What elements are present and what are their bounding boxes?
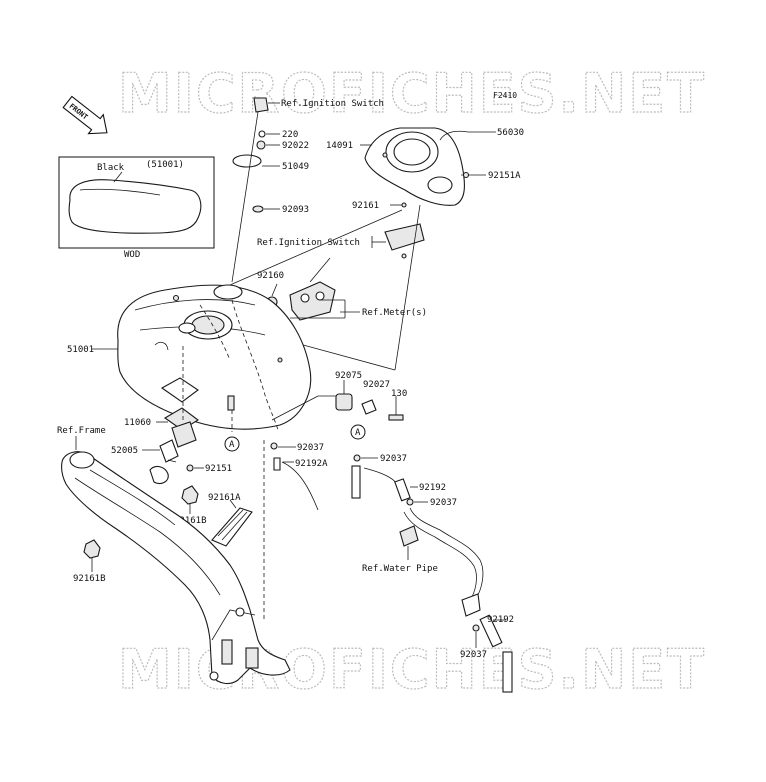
watermark-top: MICROFICHES.NET (118, 62, 706, 125)
inset-part-ref: (51001) (146, 160, 184, 170)
label-14091: 14091 (326, 141, 353, 151)
label-92037-b: 92037 (380, 454, 407, 464)
label-92037-a: 92037 (297, 443, 324, 453)
front-arrow-icon: FRONT (62, 95, 108, 135)
label-92192-a: 92192 (419, 483, 446, 493)
label-ref-frame: Ref.Frame (57, 426, 106, 436)
cushion-92075 (271, 380, 353, 421)
label-92161B-a: 92161B (174, 516, 207, 526)
label-ref-meter: Ref.Meter(s) (362, 308, 427, 318)
ignition-cover-parts (231, 97, 280, 283)
callout-a-right: A (355, 428, 361, 438)
inset-color-label: Black (97, 163, 125, 173)
fuel-tank (117, 284, 312, 431)
label-130: 130 (391, 389, 407, 399)
inset-tank-outline (68, 179, 202, 234)
label-92192-b: 92192 (487, 615, 514, 625)
label-92151A: 92151A (488, 171, 521, 181)
inset-caption: WOD (124, 250, 140, 260)
label-ref-water-pipe: Ref.Water Pipe (362, 564, 438, 574)
label-56030: 56030 (497, 128, 524, 138)
label-92160: 92160 (257, 271, 284, 281)
fuel-pump (142, 421, 204, 485)
inset-box: Black (51001) WOD (58, 156, 215, 260)
meter-cover (360, 127, 496, 208)
ignition-switch-bracket (371, 223, 425, 259)
label-92161: 92161 (352, 201, 379, 211)
label-92192A: 92192A (295, 459, 328, 469)
label-ref-ignition-mid: Ref.Ignition Switch (257, 238, 360, 248)
label-92037-d: 92037 (460, 650, 487, 660)
label-92093: 92093 (282, 205, 309, 215)
label-92151: 92151 (205, 464, 232, 474)
washer-bolt (361, 396, 404, 421)
label-92027: 92027 (363, 380, 390, 390)
label-92161A: 92161A (208, 493, 241, 503)
label-52005: 52005 (111, 446, 138, 456)
pads (83, 485, 253, 572)
label-11060: 11060 (124, 418, 151, 428)
frame (61, 440, 291, 685)
label-51001: 51001 (67, 345, 94, 355)
label-51049: 51049 (282, 162, 309, 172)
hose-92192A (270, 442, 319, 511)
diagram-code: F2410 (493, 91, 517, 100)
water-pipe-assembly (351, 454, 513, 693)
label-92161B-b: 92161B (73, 574, 106, 584)
label-ref-ignition-top: Ref.Ignition Switch (281, 99, 384, 109)
watermark-bottom: MICROFICHES.NET (118, 638, 706, 701)
callout-a-left: A (229, 440, 235, 450)
label-220: 220 (282, 130, 298, 140)
label-92022: 92022 (282, 141, 309, 151)
label-92037-c: 92037 (430, 498, 457, 508)
label-92075: 92075 (335, 371, 362, 381)
